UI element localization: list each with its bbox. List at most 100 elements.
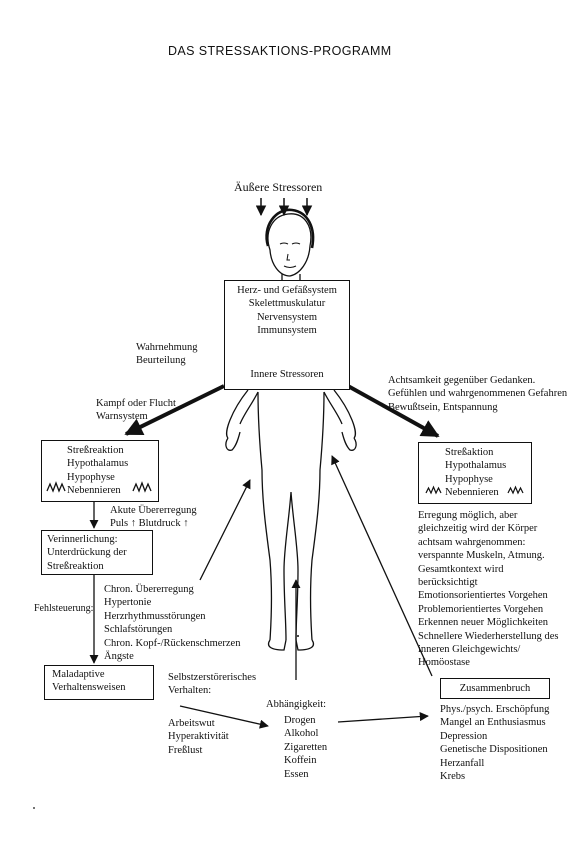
list-item: gleichzeitig wird der Körper: [418, 523, 538, 535]
external-stressor-arrows: [255, 198, 313, 217]
list-item: Chron. Übererregung: [104, 584, 194, 595]
maladaptive-to-dependency-arrow: [179, 705, 269, 729]
list-item: Drogen: [284, 715, 316, 726]
text-line: Akute Übererregung: [110, 505, 197, 516]
chronic-symptoms-list: Chron. Übererregung Hypertonie Herzrhyth…: [104, 583, 240, 663]
list-item: Phys./psych. Erschöpfung: [440, 704, 550, 715]
text-line: Beurteilung: [136, 355, 186, 367]
list-item: Herzrhythmusstörungen: [104, 610, 206, 622]
figure-left-arm: [226, 389, 259, 439]
internalization-box: Verinnerlichung: Unterdrückung der Streß…: [41, 530, 153, 575]
fight-flight-text: Kampf oder Flucht Warnsystem: [96, 397, 176, 424]
zigzag-icon: [132, 481, 152, 493]
text-line: Hypothalamus: [67, 458, 129, 470]
list-item: Chron. Kopf-/Rückenschmerzen: [104, 637, 241, 649]
text-line: Bewußtsein, Entspannung: [388, 401, 498, 413]
list-item: Alkohol: [284, 728, 319, 740]
stray-dot: [297, 635, 299, 637]
breakdown-list: Phys./psych. Erschöpfung Mangel an Enthu…: [440, 703, 549, 783]
dependency-heading: Abhängigkeit:: [266, 699, 327, 710]
healthy-response-list: Erregung möglich, aber gleichzeitig wird…: [418, 509, 559, 670]
list-item: Homöostase: [418, 657, 470, 669]
dependency-to-breakdown-arrow: [337, 712, 429, 723]
stray-dot: [33, 807, 35, 809]
internal-stressors-label: Innere Stressoren: [250, 369, 324, 380]
mindfulness-arrow: [347, 384, 440, 438]
text-line: Unterdrückung der: [47, 547, 127, 559]
list-item: verspannte Muskeln, Atmung.: [418, 550, 545, 562]
list-item: Arbeitswut: [168, 718, 215, 729]
text-line: Verinnerlichung:: [47, 534, 118, 545]
list-item: Erkennen neuer Möglichkeiten: [418, 617, 549, 629]
figure-legs: [261, 469, 321, 641]
dysregulation-label: Fehlsteuerung:: [34, 603, 94, 614]
acute-arousal-text: Akute Übererregung Puls ↑ Blutdruck ↑: [110, 504, 197, 531]
text-line: Streßaktion: [445, 447, 494, 458]
list-item: Essen: [284, 768, 309, 780]
body-line: Immunsystem: [257, 325, 317, 337]
fight-flight-arrow: [124, 384, 225, 436]
text-line: Hypophyse: [67, 471, 115, 483]
body-line: Herz- und Gefäßsystem: [237, 285, 337, 296]
figure-left-hand: [225, 431, 241, 451]
list-item: Erregung möglich, aber: [418, 510, 518, 521]
zigzag-icon: [46, 481, 66, 493]
list-item: Freßlust: [168, 744, 203, 756]
list-item: Depression: [440, 730, 488, 742]
dependency-list: Drogen Alkohol Zigaretten Koffein Essen: [284, 714, 327, 781]
list-item: Krebs: [440, 771, 466, 783]
text-line: Nebennieren: [445, 487, 499, 499]
body-line: Nervensystem: [256, 311, 318, 323]
text-line: Puls ↑ Blutdruck ↑: [110, 518, 189, 530]
body-line: Skelettmuskulatur: [248, 298, 326, 310]
list-item: Gesamtkontext wird: [418, 563, 504, 575]
text-line: Streßreaktion: [47, 560, 104, 572]
list-item: Emotionsorientiertes Vorgehen: [418, 590, 548, 602]
breakdown-label: Zusammenbruch: [459, 683, 531, 694]
stress-action-box: Streßaktion Hypothalamus Hypophyse Neben…: [418, 442, 532, 504]
figure-torso: [257, 391, 325, 471]
maladaptive-box: Maladaptive Verhaltensweisen: [44, 665, 154, 700]
workaholism-list: Arbeitswut Hyperaktivität Freßlust: [168, 717, 229, 757]
breakdown-box: Zusammenbruch: [440, 678, 550, 699]
breakdown-feedback-arrow: [331, 455, 433, 677]
list-item: Ängste: [104, 651, 134, 663]
figure-head: [267, 213, 312, 277]
text-line: Streßreaktion: [67, 445, 124, 456]
text-line: Verhaltensweisen: [52, 682, 126, 694]
list-item: Mangel an Enthusiasmus: [440, 717, 546, 729]
figure-feet: [267, 639, 315, 651]
text-line: Hypophyse: [445, 473, 493, 485]
text-line: Achtsamkeit gegenüber Gedanken.: [388, 375, 536, 386]
list-item: achtsam wahrgenommen:: [418, 536, 526, 548]
stress-reaction-box: Streßreaktion Hypothalamus Hypophyse Neb…: [41, 440, 159, 502]
page-title: DAS STRESSAKTIONS-PROGRAMM: [168, 44, 392, 58]
list-item: Genetische Dispositionen: [440, 744, 548, 756]
external-stressors-label: Äußere Stressoren: [234, 180, 323, 194]
figure-right-arm: [323, 389, 356, 439]
human-figure: [225, 208, 357, 651]
zigzag-icon: [425, 485, 442, 495]
chronic-feedback-arrow: [199, 479, 251, 581]
list-item: Problemorientiertes Vorgehen: [418, 603, 544, 615]
text-line: Nebennieren: [67, 485, 121, 497]
figure-face: [279, 242, 301, 268]
text-line: Gefühlen und wahrgenommenen Gefahren: [388, 388, 568, 400]
perception-text: Wahrnehmung Beurteilung: [136, 341, 198, 368]
text-line: Warnsystem: [96, 411, 148, 423]
figure-hair: [265, 208, 315, 249]
list-item: Hyperaktivität: [168, 731, 229, 743]
list-item: Koffein: [284, 755, 317, 767]
list-item: inneren Gleichgewichts/: [418, 644, 521, 656]
text-line: Selbstzerstörerisches: [168, 672, 257, 683]
list-item: Schlafstörungen: [104, 624, 173, 636]
text-line: Verhalten:: [168, 685, 212, 697]
mindfulness-text: Achtsamkeit gegenüber Gedanken. Gefühlen…: [388, 374, 567, 414]
text-line: Maladaptive: [52, 669, 105, 680]
text-line: Wahrnehmung: [136, 342, 198, 353]
text-line: Hypothalamus: [445, 460, 507, 472]
list-item: Hypertonie: [104, 597, 152, 609]
zigzag-icon: [507, 485, 524, 495]
list-item: berücksichtigt: [418, 577, 478, 589]
